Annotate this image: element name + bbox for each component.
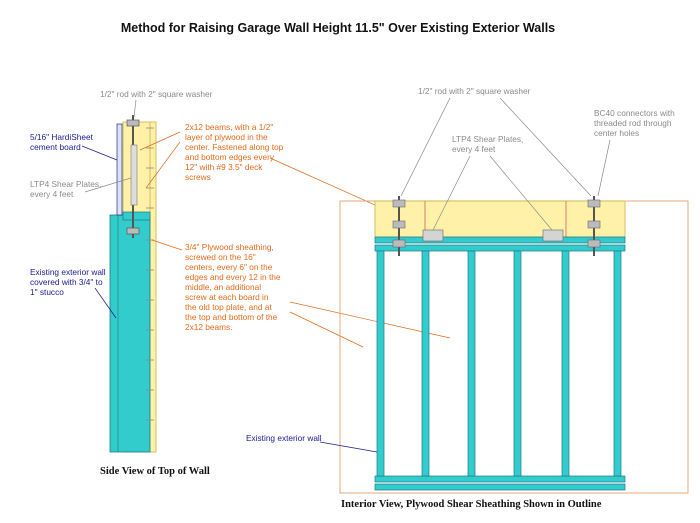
svg-text:screws: screws [185, 172, 211, 182]
side-view: 1/2" rod with 2" square washer 5/16" Har… [30, 89, 451, 477]
side-wall-label-2: covered with 3/4" to [30, 277, 103, 287]
side-ltp4-label-1: LTP4 Shear Plates, [30, 179, 101, 189]
interior-bottom-plate-2 [374, 483, 626, 491]
side-ltp4-label-2: every 4 feet [30, 189, 74, 199]
interior-view: 1/2" rod with 2" square washer LTP4 Shea… [246, 86, 689, 510]
side-beams-leader-2 [145, 141, 181, 189]
interior-bottom-plate-1 [374, 475, 626, 483]
interior-rod-left [392, 196, 406, 256]
side-hardisheet [116, 123, 123, 216]
side-view-caption: Side View of Top of Wall [100, 466, 210, 477]
svg-text:the top and bottom of the: the top and bottom of the [185, 312, 278, 322]
interior-bc40-label-3: center holes [594, 128, 639, 138]
side-screw-ticks [146, 127, 154, 421]
interior-ltp4-plate-2 [542, 229, 564, 242]
interior-bc40-label-2: threaded rod through [594, 118, 672, 128]
side-rod-label: 1/2" rod with 2" square washer [100, 89, 213, 99]
side-washer-top [126, 119, 140, 127]
side-existing-wall [109, 214, 151, 453]
svg-text:2x12 beams.: 2x12 beams. [185, 322, 233, 332]
svg-text:3/4" Plywood sheathing,: 3/4" Plywood sheathing, [185, 242, 274, 252]
interior-wall-label: Existing exterior wall [246, 433, 322, 443]
side-ltp4-leader [84, 177, 132, 193]
interior-rod-right [587, 196, 601, 256]
side-washer-bottom [126, 227, 140, 235]
interior-bc40-leader [597, 139, 611, 197]
side-wall-label-3: 1" stucco [30, 287, 64, 297]
svg-text:12" with #9 3.5" deck: 12" with #9 3.5" deck [185, 162, 263, 172]
side-plywood-label: 3/4" Plywood sheathing, screwed on the 1… [185, 242, 281, 332]
interior-ltp4-leader-2 [489, 155, 553, 231]
interior-ltp4-label-2: every 4 feet [452, 144, 496, 154]
interior-beam [374, 200, 626, 238]
side-beams-leader-3 [269, 157, 394, 214]
svg-text:screwed on the 16": screwed on the 16" [185, 252, 256, 262]
side-plywood-leader-1 [151, 239, 183, 251]
side-rod-leader [133, 99, 137, 118]
interior-ltp4-leader-1 [432, 155, 471, 231]
svg-text:center. Fastened along top: center. Fastened along top [185, 142, 284, 152]
interior-wall-leader [319, 441, 378, 453]
side-hardisheet-label-1: 5/16" HardiSheet [30, 132, 94, 142]
interior-top-plate-2 [374, 244, 626, 252]
svg-text:edges and every 12 in the: edges and every 12 in the [185, 272, 281, 282]
side-top-plate [122, 211, 151, 221]
side-wall-leader [94, 287, 117, 319]
svg-text:layer of plywood in the: layer of plywood in the [185, 132, 268, 142]
svg-text:screw at each board in: screw at each board in [185, 292, 269, 302]
svg-text:the old top plate, and at: the old top plate, and at [185, 302, 272, 312]
side-beams-leader-1 [139, 131, 181, 151]
interior-view-caption: Interior View, Plywood Shear Sheathing S… [341, 499, 602, 510]
svg-text:middle, an additional: middle, an additional [185, 282, 261, 292]
page-title: Method for Raising Garage Wall Height 11… [121, 21, 555, 35]
side-plywood-leader-3 [289, 311, 364, 348]
side-beams-label: 2x12 beams, with a 1/2" layer of plywood… [185, 122, 284, 182]
interior-top-plate-1 [374, 236, 626, 244]
svg-text:centers, every 6" on the: centers, every 6" on the [185, 262, 273, 272]
side-wall-label-1: Existing exterior wall [30, 267, 106, 277]
interior-ltp4-label-1: LTP4 Shear Plates, [452, 134, 523, 144]
interior-studs [376, 250, 622, 477]
side-hardisheet-label-2: cement board [30, 142, 81, 152]
interior-rod-label: 1/2" rod with 2" square washer [418, 86, 531, 96]
svg-text:and bottom edges every: and bottom edges every [185, 152, 275, 162]
interior-rod-leader-2 [499, 97, 592, 197]
side-ltp4-plate [130, 144, 138, 206]
interior-rod-leader-1 [400, 97, 451, 197]
side-hardisheet-leader [81, 145, 118, 161]
interior-bc40-label-1: BC40 connectors with [594, 108, 675, 118]
interior-ltp4-plate-1 [422, 229, 444, 242]
svg-text:2x12 beams, with a 1/2": 2x12 beams, with a 1/2" [185, 122, 273, 132]
